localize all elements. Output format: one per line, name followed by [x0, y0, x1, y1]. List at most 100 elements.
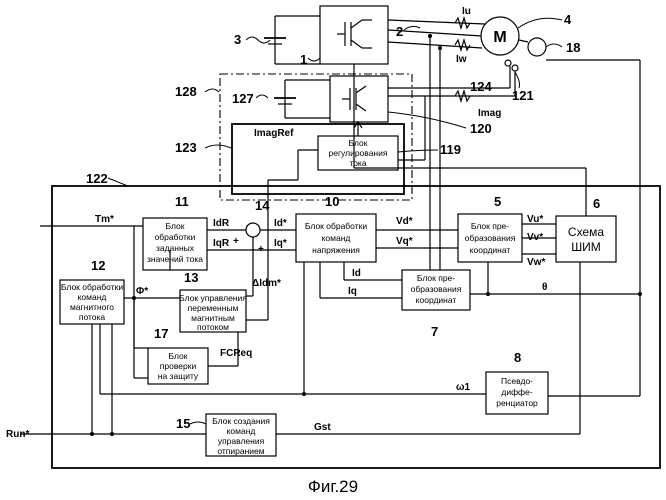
motor-label: M — [493, 29, 506, 46]
svg-text:регулирования: регулирования — [329, 148, 388, 158]
ref-119: 119 — [440, 142, 461, 157]
ref-10: 10 — [325, 194, 339, 209]
variable-flux-control-block-13: Блок управления переменным магнитным пот… — [179, 290, 247, 332]
svg-text:потоком: потоком — [197, 322, 229, 332]
ref-13: 13 — [184, 270, 198, 285]
current-regulator-block-119: Блок регулирования тока — [318, 136, 398, 170]
svg-text:ШИМ: ШИМ — [571, 240, 601, 254]
svg-text:Блок пре-: Блок пре- — [471, 221, 509, 231]
label-vq: Vq* — [396, 236, 413, 247]
label-idr: IdR — [213, 218, 230, 229]
svg-text:координат: координат — [416, 295, 457, 305]
ref-3: 3 — [234, 32, 241, 47]
ref-12: 12 — [91, 258, 105, 273]
coordinate-transform-block-5: Блок пре- образования координат — [458, 214, 522, 262]
svg-text:Схема: Схема — [568, 225, 604, 239]
label-run: Run* — [6, 429, 29, 440]
ref-17: 17 — [154, 326, 168, 341]
svg-text:напряжения: напряжения — [312, 245, 360, 255]
svg-text:диффе-: диффе- — [501, 387, 532, 397]
label-fcreq: FCReq — [220, 348, 252, 359]
ref-127: 127 — [232, 91, 254, 106]
svg-text:на защиту: на защиту — [158, 371, 199, 381]
label-iu: Iu — [462, 6, 471, 17]
svg-text:команд: команд — [227, 426, 256, 436]
svg-text:команд: команд — [322, 233, 351, 243]
label-phi: Φ* — [136, 286, 148, 297]
motor-m: M — [481, 17, 519, 55]
label-delta-idm: ΔIdm* — [252, 278, 281, 289]
current-reference-block-11: Блок обработки заданных значений тока — [143, 218, 207, 270]
label-vv: Vv* — [527, 232, 543, 243]
ref-1: 1 — [300, 52, 307, 67]
label-vd: Vd* — [396, 216, 413, 227]
ref-4: 4 — [564, 12, 572, 27]
svg-text:Блок: Блок — [166, 221, 185, 231]
voltage-command-block-10: Блок обработки команд напряжения — [296, 214, 376, 262]
inverter-120 — [330, 76, 388, 122]
label-imag: Imag — [478, 108, 501, 119]
svg-text:образования: образования — [411, 284, 462, 294]
svg-text:Блок пре-: Блок пре- — [417, 273, 455, 283]
svg-text:потока: потока — [79, 312, 106, 322]
coordinate-transform-block-7: Блок пре- образования координат — [402, 270, 470, 310]
ref-15: 15 — [176, 416, 190, 431]
svg-text:Блок: Блок — [169, 351, 188, 361]
svg-text:команд: команд — [78, 292, 107, 302]
svg-text:координат: координат — [470, 245, 511, 255]
svg-text:переменным: переменным — [188, 303, 239, 313]
label-vu: Vu* — [527, 214, 543, 225]
pwm-circuit-block-6: Схема ШИМ — [556, 216, 616, 262]
label-id: Id — [352, 268, 361, 279]
ref-124: 124 — [470, 79, 492, 94]
svg-text:Блок обработки: Блок обработки — [61, 282, 123, 292]
svg-text:отпиранием: отпиранием — [217, 446, 264, 456]
ref-2: 2 — [396, 24, 403, 39]
svg-text:заданных: заданных — [156, 243, 195, 253]
ref-7: 7 — [431, 324, 438, 339]
label-tm: Tm* — [95, 214, 114, 225]
protection-check-block-17: Блок проверки на защиту — [148, 348, 208, 384]
svg-text:значений тока: значений тока — [147, 254, 203, 264]
svg-text:ренциатор: ренциатор — [496, 398, 538, 408]
svg-text:Блок: Блок — [349, 138, 368, 148]
flux-command-block-12: Блок обработки команд магнитного потока — [60, 280, 124, 324]
svg-text:проверки: проверки — [160, 361, 197, 371]
ref-123: 123 — [175, 140, 197, 155]
label-imagref: ImagRef — [254, 128, 294, 139]
ref-122: 122 — [86, 171, 108, 186]
ref-18: 18 — [566, 40, 580, 55]
gate-command-block-15: Блок создания команд управления отпирани… — [206, 414, 276, 456]
dc-source-127 — [274, 80, 330, 118]
label-id-star: Id* — [274, 218, 287, 229]
dc-source-3 — [264, 16, 320, 64]
label-omega: ω1 — [456, 382, 470, 393]
svg-text:Блок управления: Блок управления — [179, 293, 247, 303]
summing-junction-14 — [246, 223, 260, 237]
svg-text:Блок создания: Блок создания — [212, 416, 270, 426]
ref-120: 120 — [470, 121, 492, 136]
figure-caption: Фиг.29 — [308, 477, 358, 496]
label-vw: Vw* — [527, 257, 545, 268]
svg-text:обработки: обработки — [155, 232, 196, 242]
ref-11: 11 — [175, 194, 189, 209]
label-theta: θ — [542, 282, 547, 293]
label-iqr: IqR — [213, 238, 230, 249]
label-iq: Iq — [348, 286, 357, 297]
label-gst: Gst — [314, 422, 331, 433]
ref-8: 8 — [514, 350, 521, 365]
ref-128: 128 — [175, 84, 197, 99]
encoder-18 — [528, 38, 546, 56]
svg-text:образования: образования — [465, 233, 516, 243]
plus-sign-1: + — [233, 236, 239, 247]
ref-5: 5 — [494, 194, 501, 209]
svg-text:Блок обработки: Блок обработки — [305, 221, 367, 231]
svg-text:управления: управления — [218, 436, 265, 446]
label-iw: Iw — [456, 54, 467, 65]
svg-text:магнитного: магнитного — [70, 302, 114, 312]
svg-text:тока: тока — [349, 158, 366, 168]
label-iq-star: Iq* — [274, 238, 287, 249]
pseudo-differentiator-block-8: Псевдо- диффе- ренциатор — [486, 372, 548, 414]
ref-6: 6 — [593, 196, 600, 211]
